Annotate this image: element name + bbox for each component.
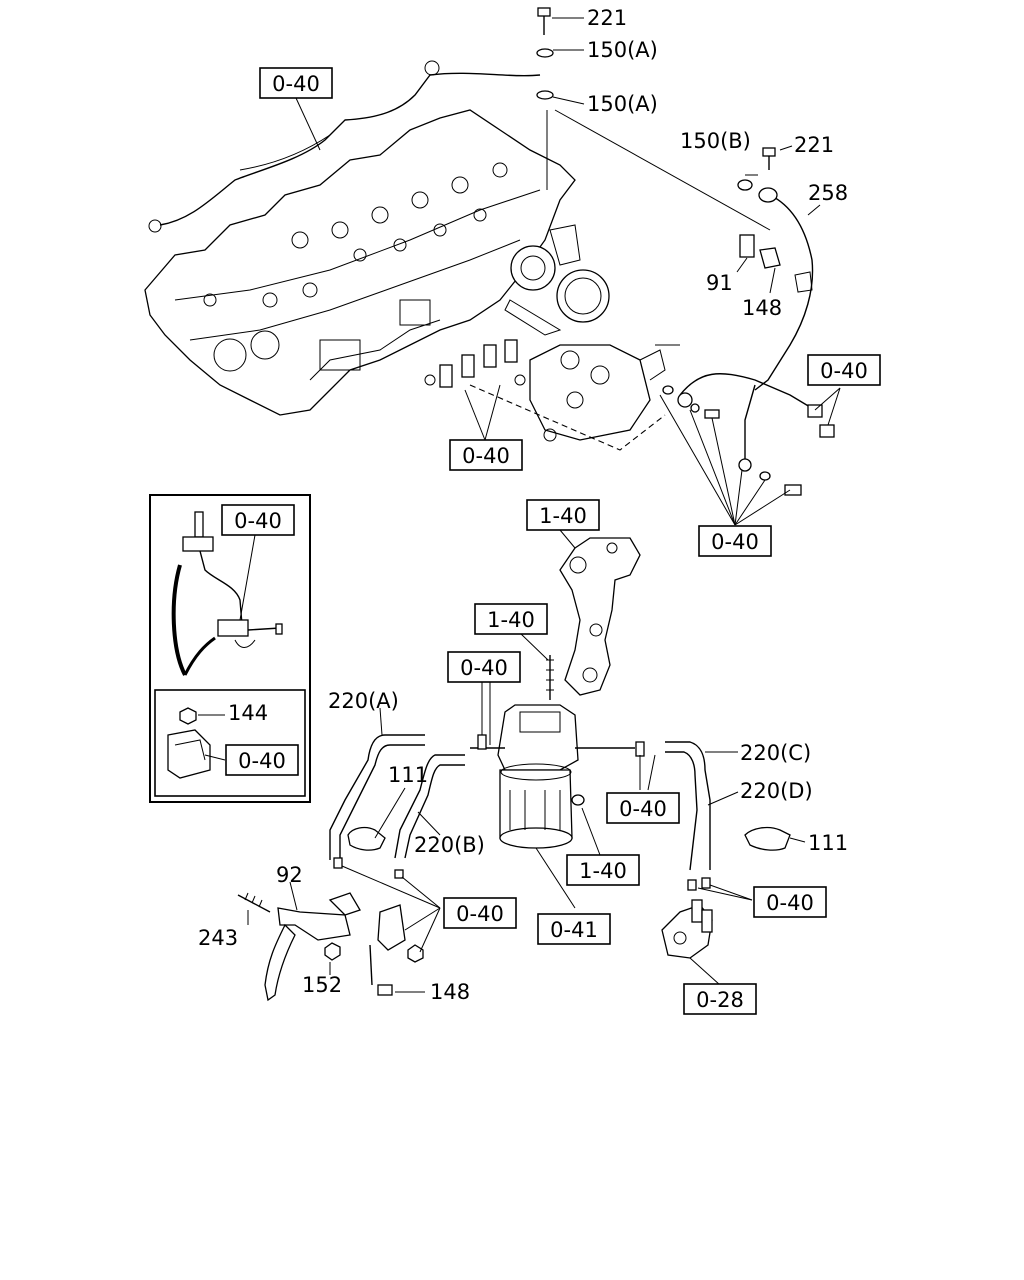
label-144: 144 <box>228 701 268 725</box>
cylinder-head <box>144 109 576 416</box>
injection-pipe <box>159 72 541 226</box>
label-220d: 220(D) <box>740 779 813 803</box>
ref-box-inset: 0-40 <box>221 504 295 536</box>
ref-0-40-leakoff: 0-40 <box>711 530 759 554</box>
lower-bracket <box>237 857 441 1002</box>
ref-box-right: 0-40 <box>807 354 881 386</box>
label-150a-1: 150(A) <box>587 38 658 62</box>
ref-box-inset2: 0-40 <box>225 744 299 776</box>
label-91: 91 <box>706 271 733 295</box>
hose-220b <box>394 754 465 859</box>
label-150a-2: 150(A) <box>587 92 658 116</box>
label-220a: 220(A) <box>328 689 399 713</box>
ref-0-40-lower-right: 0-40 <box>766 891 814 915</box>
ref-1-40-bottom: 1-40 <box>579 859 627 883</box>
ref-box-bracket: 0-40 <box>443 897 517 929</box>
label-111-right: 111 <box>808 831 848 855</box>
ref-0-40-inset: 0-40 <box>234 509 282 533</box>
ref-box-140-bottom: 1-40 <box>566 854 640 886</box>
return-pipe-258 <box>736 145 821 391</box>
ref-0-40-right: 0-40 <box>820 359 868 383</box>
ref-1-40-top: 1-40 <box>539 504 587 528</box>
ref-box-140-top: 1-40 <box>526 499 600 531</box>
label-243: 243 <box>198 926 238 950</box>
hose-220c <box>665 741 711 870</box>
stud <box>519 632 554 700</box>
ref-0-28: 0-28 <box>696 988 744 1012</box>
ref-0-41: 0-41 <box>550 918 598 942</box>
throttle-body <box>504 224 610 336</box>
label-220c: 220(C) <box>740 741 811 765</box>
label-152: 152 <box>302 973 342 997</box>
ref-0-40-line: 0-40 <box>619 797 667 821</box>
injectors <box>424 339 526 388</box>
ref-box-028: 0-28 <box>683 983 757 1015</box>
fuel-filter <box>470 682 656 909</box>
injection-pump <box>529 344 680 442</box>
fitting-028 <box>661 877 753 986</box>
ref-box-lower-right: 0-40 <box>753 886 827 918</box>
label-221-right: 221 <box>794 133 834 157</box>
label-220b: 220(B) <box>414 833 485 857</box>
ref-0-40-pump: 0-40 <box>462 444 510 468</box>
ref-box-line: 0-40 <box>606 792 680 824</box>
clamp-111-left <box>347 787 406 851</box>
label-111-left: 111 <box>388 763 428 787</box>
ref-0-40-bracket: 0-40 <box>456 902 504 926</box>
ref-box-140-mid: 1-40 <box>474 603 548 635</box>
label-148-bottom: 148 <box>430 980 470 1004</box>
ref-box-top: 0-40 <box>259 67 333 151</box>
ref-0-40-filter: 0-40 <box>460 656 508 680</box>
bolt-221-top <box>536 7 585 105</box>
ref-box-pump: 0-40 <box>449 439 523 471</box>
filter-bracket <box>559 529 641 696</box>
label-221-top: 221 <box>587 6 627 30</box>
ref-0-40-top: 0-40 <box>272 72 320 96</box>
ref-box-leakoff: 0-40 <box>698 525 772 557</box>
label-258: 258 <box>808 181 848 205</box>
ref-0-40-inset2: 0-40 <box>238 749 286 773</box>
leak-off-pipe <box>659 373 841 526</box>
label-150b: 150(B) <box>680 129 751 153</box>
ref-1-40-mid: 1-40 <box>487 608 535 632</box>
label-92: 92 <box>276 863 303 887</box>
hose-220a <box>329 734 425 860</box>
ref-box-filter: 0-40 <box>447 651 521 683</box>
label-148-top: 148 <box>742 296 782 320</box>
ref-box-041: 0-41 <box>537 913 611 945</box>
clamp-111-right <box>744 826 806 851</box>
